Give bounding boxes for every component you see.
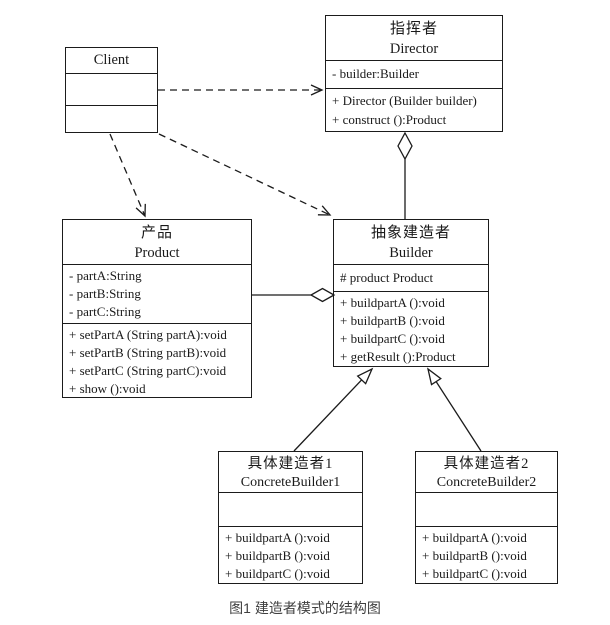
methods-compartment: + buildpartA ():void + buildpartB ():voi… <box>219 525 362 583</box>
attribute-line: - partC:String <box>69 303 141 319</box>
class-box-concrete-builder-2: 具体建造者2 ConcreteBuilder2 + buildpartA ():… <box>415 451 558 584</box>
method-line: + buildpartC ():void <box>422 565 527 581</box>
dependency-arrow-client-builder <box>158 133 332 216</box>
attribute-line: - builder:Builder <box>332 65 420 81</box>
methods-compartment: + Director (Builder builder) + construct… <box>326 87 502 131</box>
method-line: + buildpartC ():void <box>340 330 445 346</box>
generalization-arrow-cb1-builder <box>293 367 374 452</box>
method-line: + buildpartA ():void <box>422 529 527 545</box>
class-title: Client <box>93 52 130 68</box>
attributes-compartment <box>219 491 362 526</box>
class-title: 具体建造者2 ConcreteBuilder2 <box>416 452 557 492</box>
class-title-en: Product <box>134 245 180 261</box>
attributes-compartment <box>66 72 157 105</box>
method-line: + buildpartB ():void <box>340 312 445 328</box>
class-title-en: Builder <box>389 245 433 261</box>
attributes-compartment <box>416 491 557 526</box>
class-title-en: ConcreteBuilder1 <box>240 475 341 490</box>
method-line: + buildpartA ():void <box>340 294 445 310</box>
class-box-director: 指挥者 Director - builder:Builder + Directo… <box>325 15 503 132</box>
method-line: + getResult ():Product <box>340 348 456 364</box>
attribute-line: # product Product <box>340 269 434 285</box>
method-line: + construct ():Product <box>332 111 447 127</box>
class-title-zh: 抽象建造者 <box>370 225 451 241</box>
class-title: 产品 Product <box>63 220 251 264</box>
class-title-zh: 具体建造者2 <box>443 456 530 472</box>
methods-compartment <box>66 104 157 132</box>
class-title-zh: 具体建造者1 <box>247 456 334 472</box>
class-box-concrete-builder-1: 具体建造者1 ConcreteBuilder1 + buildpartA ():… <box>218 451 363 584</box>
class-title-en: Director <box>389 41 439 57</box>
methods-compartment: + buildpartA ():void + buildpartB ():voi… <box>416 525 557 583</box>
method-line: + buildpartB ():void <box>422 547 527 563</box>
class-box-product: 产品 Product - partA:String - partB:String… <box>62 219 252 398</box>
method-line: + setPartC (String partC):void <box>69 362 227 378</box>
attributes-compartment: - partA:String - partB:String - partC:St… <box>63 263 251 323</box>
figure-caption: 图1 建造者模式的结构图 <box>229 600 381 616</box>
method-line: + setPartB (String partB):void <box>69 344 227 360</box>
method-line: + setPartA (String partA):void <box>69 326 227 342</box>
method-line: + buildpartC ():void <box>225 565 330 581</box>
attribute-line: - partA:String <box>69 267 142 283</box>
class-box-builder: 抽象建造者 Builder # product Product + buildp… <box>333 219 489 367</box>
method-line: + buildpartA ():void <box>225 529 330 545</box>
method-line: + Director (Builder builder) <box>332 92 477 108</box>
methods-compartment: + buildpartA ():void + buildpartB ():voi… <box>334 290 488 366</box>
class-title-zh: 产品 <box>140 225 173 241</box>
dependency-arrow-client-product <box>109 133 146 218</box>
aggregation-diamond-builder <box>309 287 336 303</box>
class-title: 抽象建造者 Builder <box>334 220 488 264</box>
attribute-line: - partB:String <box>69 285 141 301</box>
methods-compartment: + setPartA (String partA):void + setPart… <box>63 322 251 397</box>
method-line: + show ():void <box>69 380 146 396</box>
class-title-zh: 指挥者 <box>389 21 438 37</box>
class-title-en: ConcreteBuilder2 <box>436 475 537 490</box>
class-title: 具体建造者1 ConcreteBuilder1 <box>219 452 362 492</box>
class-box-client: Client <box>65 47 158 133</box>
generalization-arrow-cb2-builder <box>426 367 482 452</box>
attributes-compartment: - builder:Builder <box>326 59 502 88</box>
class-title: 指挥者 Director <box>326 16 502 60</box>
aggregation-diamond-director <box>397 131 413 161</box>
attributes-compartment: # product Product <box>334 263 488 291</box>
method-line: + buildpartB ():void <box>225 547 330 563</box>
